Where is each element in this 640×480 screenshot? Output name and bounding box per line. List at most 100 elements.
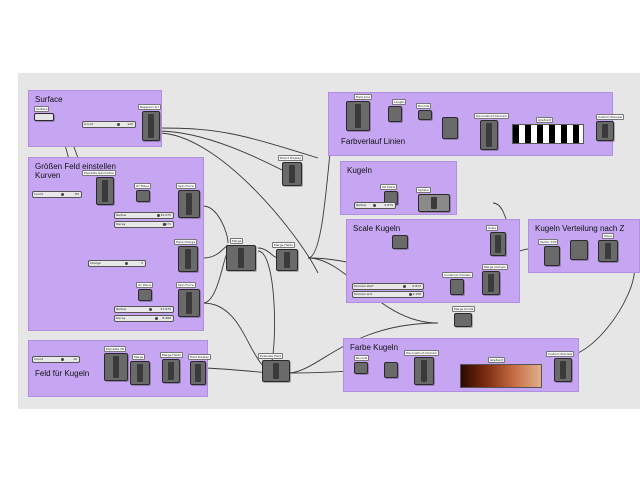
scale-tag[interactable]: Scale — [486, 225, 499, 231]
point-charge-tag[interactable]: Point Charge — [174, 239, 198, 245]
custom-preview-component[interactable] — [596, 121, 614, 141]
xy-plane-component[interactable] — [136, 190, 150, 202]
merge-tag-2[interactable]: Merge — [132, 354, 146, 360]
radius-slider-1[interactable]: Radius 10.075 — [114, 212, 174, 219]
bounds-component-2b[interactable] — [384, 362, 398, 378]
deconstruct-tag[interactable]: Deconstruct Domain — [474, 113, 509, 119]
slider-label: Charge — [90, 261, 101, 265]
merge-fields-component-3[interactable] — [162, 359, 180, 383]
gradient-tag-2[interactable]: Gradient — [488, 357, 506, 363]
vector-xyz-tag[interactable]: Vector XYZ — [538, 239, 559, 245]
field-line-component[interactable] — [346, 101, 370, 131]
decay-slider-2[interactable]: Decay 8.488 — [114, 315, 174, 322]
spin-force-tag[interactable]: Spin Force — [176, 183, 196, 189]
spin-force-tag-2[interactable]: Spin Force — [176, 282, 196, 288]
reparam-component[interactable] — [142, 111, 160, 141]
move-component[interactable] — [598, 240, 618, 262]
bounds-tag-2[interactable]: Bounds — [354, 355, 370, 361]
grasshopper-canvas[interactable]: Surface Größen Feld einstellen Kurven Fe… — [18, 73, 640, 409]
slider-value: 10 — [73, 357, 77, 361]
domain-end-slider[interactable]: Domain end 1.158 — [352, 291, 424, 298]
pt-count-slider[interactable]: Count 85 — [32, 191, 82, 198]
populate-component[interactable] — [96, 177, 114, 205]
merge-points-component[interactable] — [454, 313, 472, 327]
xy-plane-tag[interactable]: XY Plane — [134, 183, 152, 189]
direct-display-tag[interactable]: Direct Display — [278, 155, 303, 161]
slider-knob[interactable] — [117, 123, 120, 126]
scale-input-component[interactable] — [392, 235, 408, 249]
bounds-tag[interactable]: Bounds — [416, 103, 432, 109]
slider-label: Decay — [116, 316, 126, 320]
surface-param[interactable]: Surface — [34, 106, 50, 112]
field-display-tag-2[interactable]: Field Display — [188, 354, 211, 360]
merge-domain-component[interactable] — [482, 271, 500, 295]
xz-plane-tag[interactable]: XZ Plane — [380, 184, 398, 190]
xy-plane-component-2[interactable] — [138, 289, 152, 301]
graph-mapper-component[interactable] — [570, 240, 588, 260]
populate-2d-component[interactable] — [104, 353, 128, 381]
merge-tag[interactable]: Merge — [230, 238, 244, 244]
length-tag[interactable]: Length — [392, 99, 407, 105]
gradient-tag[interactable]: Gradient — [536, 117, 554, 123]
divide-slider[interactable]: Count 120 — [82, 121, 136, 128]
spin-force-component-2[interactable] — [178, 289, 200, 317]
slider-knob[interactable] — [61, 358, 64, 361]
deconstruct-component-2[interactable] — [414, 357, 434, 385]
charge-slider[interactable]: Charge 5 — [88, 260, 146, 267]
sphere-radius-slider[interactable]: Radius 0.879 — [354, 202, 396, 209]
point-charge-component[interactable] — [178, 246, 198, 272]
slider-knob[interactable] — [403, 285, 406, 288]
component-core — [560, 361, 566, 379]
move-tag[interactable]: Move — [602, 233, 615, 239]
slider-knob[interactable] — [409, 293, 412, 296]
slider-knob[interactable] — [157, 214, 160, 217]
merge-domain-tag[interactable]: Merge Domain — [482, 264, 508, 270]
merge-fields-component-2[interactable] — [276, 249, 298, 271]
construct-domain-component[interactable] — [450, 279, 464, 295]
gradient-panel[interactable] — [512, 124, 584, 144]
feld-count-slider[interactable]: Count 10 — [32, 356, 80, 363]
decay-slider-1[interactable]: Decay 2.671 — [114, 221, 174, 228]
construct-domain-tag[interactable]: Construct Domain — [442, 272, 474, 278]
length-component[interactable] — [388, 106, 402, 122]
slider-knob[interactable] — [125, 262, 128, 265]
slider-knob[interactable] — [149, 308, 152, 311]
custom-preview-component-2[interactable] — [554, 358, 572, 382]
merge-fields-tag-3[interactable]: Merge Fields — [160, 352, 183, 358]
slider-knob[interactable] — [61, 193, 64, 196]
merge-fields-component[interactable] — [226, 245, 256, 271]
spin-force-component[interactable] — [178, 190, 200, 218]
vector-xyz-component[interactable] — [544, 246, 560, 266]
gradient-panel-2[interactable] — [460, 364, 542, 388]
bounds-component-b[interactable] — [442, 117, 458, 139]
field-line-tag[interactable]: Field Line — [354, 94, 373, 100]
populate-tag[interactable]: Populate Geometrie — [82, 170, 116, 176]
merge-points-tag[interactable]: Merge Points — [452, 306, 476, 312]
field-display-component-2[interactable] — [190, 361, 206, 385]
evaluate-field-tag[interactable]: Evaluate Field — [258, 353, 283, 359]
surface-input-component[interactable] — [34, 113, 54, 121]
sphere-component[interactable] — [418, 194, 450, 212]
custom-preview-tag[interactable]: Custom Preview — [596, 114, 625, 120]
xy-plane-tag-2[interactable]: XY Plane — [136, 282, 154, 288]
evaluate-field-component[interactable] — [262, 360, 290, 382]
reparam-tag[interactable]: Reparam Srf — [138, 104, 161, 110]
bounds-component-2[interactable] — [354, 362, 368, 374]
bounds-component[interactable] — [418, 110, 432, 120]
deconstruct-component[interactable] — [480, 120, 498, 150]
merge-fields-tag[interactable]: Merge Fields — [272, 242, 295, 248]
scale-component[interactable] — [490, 232, 506, 256]
slider-knob[interactable] — [373, 204, 376, 207]
custom-preview-tag-2[interactable]: Custom Preview — [546, 351, 575, 357]
slider-label: Count — [34, 357, 43, 361]
slider-knob[interactable] — [155, 317, 158, 320]
sphere-tag[interactable]: Sphere — [416, 187, 431, 193]
radius-slider-2[interactable]: Radius 57.975 — [114, 306, 174, 313]
slider-knob[interactable] — [163, 223, 166, 226]
merge-component-2[interactable] — [130, 361, 150, 385]
direct-display-component[interactable] — [282, 162, 302, 186]
populate-2d-tag[interactable]: Populate 2D — [104, 346, 127, 352]
domain-start-slider[interactable]: Domain start 0.813 — [352, 283, 424, 290]
deconstruct-tag-2[interactable]: Deconstruct Domain — [404, 350, 439, 356]
component-core — [137, 364, 143, 382]
